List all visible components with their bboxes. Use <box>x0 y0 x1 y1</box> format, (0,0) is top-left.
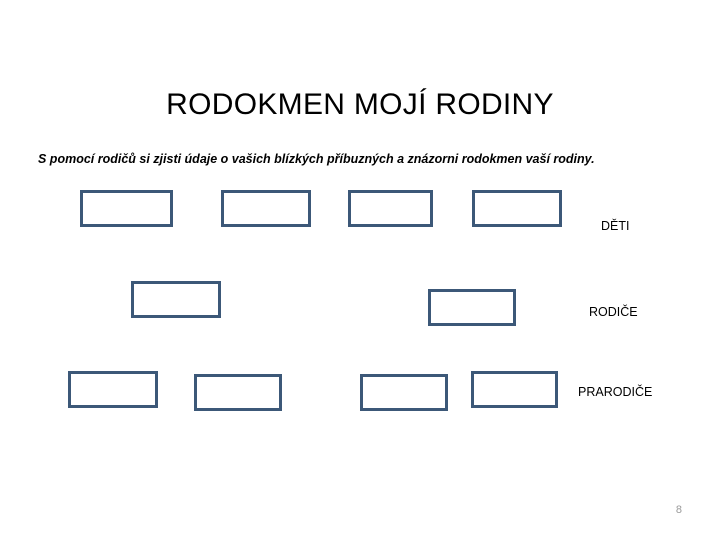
instruction-text: S pomocí rodičů si zjisti údaje o vašich… <box>38 151 595 166</box>
tree-box-deti-1[interactable] <box>80 190 173 227</box>
tree-box-rodice-2[interactable] <box>428 289 516 326</box>
generation-label-prarodice: PRARODIČE <box>578 385 653 399</box>
tree-box-deti-2[interactable] <box>221 190 311 227</box>
page-number: 8 <box>675 504 682 516</box>
tree-box-deti-4[interactable] <box>472 190 562 227</box>
tree-box-prarodice-2[interactable] <box>194 374 282 411</box>
tree-box-prarodice-1[interactable] <box>68 371 158 408</box>
page-title: RODOKMEN MOJÍ RODINY <box>166 88 554 122</box>
tree-box-prarodice-3[interactable] <box>360 374 448 411</box>
generation-label-rodice: RODIČE <box>589 305 638 319</box>
tree-box-prarodice-4[interactable] <box>471 371 558 408</box>
tree-box-rodice-1[interactable] <box>131 281 221 318</box>
generation-label-deti: DĚTI <box>601 219 630 233</box>
tree-box-deti-3[interactable] <box>348 190 433 227</box>
